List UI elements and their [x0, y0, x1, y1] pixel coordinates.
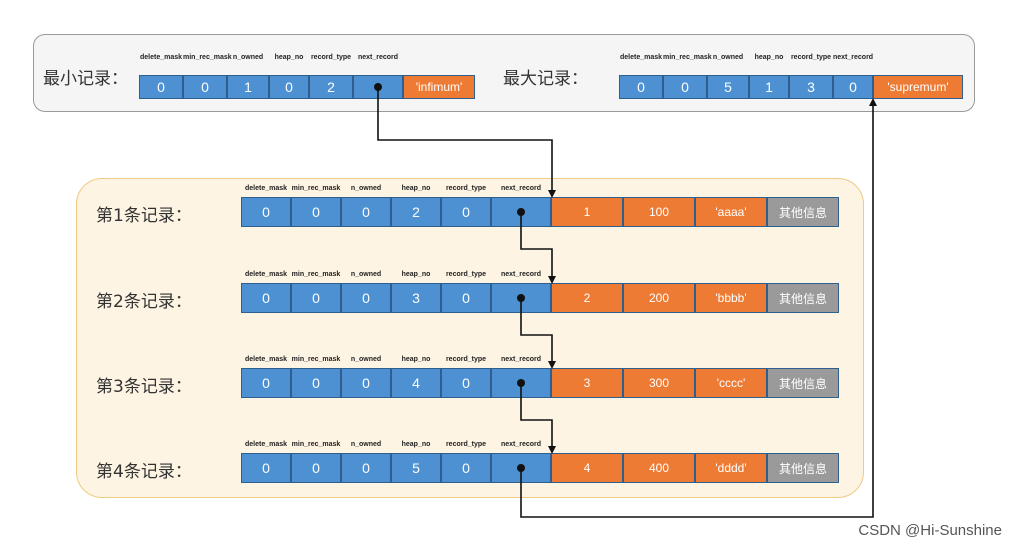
- record-id-cell: 3: [551, 368, 623, 398]
- supremum-n-owned-cell: 5: [707, 75, 749, 99]
- supremum-header-n-owned: n_owned: [712, 54, 744, 61]
- record-label: 第3条记录：: [96, 377, 192, 397]
- record-header-delete-mask: delete_mask: [244, 441, 288, 448]
- supremum-header-delete-mask: delete_mask: [619, 54, 663, 61]
- record-delete-mask-cell: 0: [241, 453, 291, 483]
- record-heap-no-cell: 2: [391, 197, 441, 227]
- record-n-owned-cell: 0: [341, 368, 391, 398]
- record-pointer-dot: [517, 379, 525, 387]
- record-other-info-cell: 其他信息: [767, 453, 839, 483]
- record-string-cell: 'cccc': [695, 368, 767, 398]
- record-header-delete-mask: delete_mask: [244, 271, 288, 278]
- record-record-type-cell: 0: [441, 283, 491, 313]
- record-pointer-dot: [517, 294, 525, 302]
- record-header-heap-no: heap_no: [401, 271, 431, 278]
- supremum-header-min-rec-mask: min_rec_mask: [663, 54, 712, 61]
- record-min-rec-mask-cell: 0: [291, 283, 341, 313]
- record-other-info-cell: 其他信息: [767, 197, 839, 227]
- record-header-min-rec-mask: min_rec_mask: [291, 356, 341, 363]
- record-label: 第2条记录：: [96, 292, 192, 312]
- record-header-delete-mask: delete_mask: [244, 356, 288, 363]
- record-header-n-owned: n_owned: [350, 441, 382, 448]
- supremum-header-heap-no: heap_no: [754, 54, 784, 61]
- record-n-owned-cell: 0: [341, 283, 391, 313]
- record-delete-mask-cell: 0: [241, 368, 291, 398]
- infimum-record-type-cell: 2: [309, 75, 353, 99]
- supremum-next-record-cell: 0: [833, 75, 873, 99]
- record-record-type-cell: 0: [441, 197, 491, 227]
- record-n-owned-cell: 0: [341, 197, 391, 227]
- record-id-cell: 2: [551, 283, 623, 313]
- record-number-cell: 400: [623, 453, 695, 483]
- record-number-cell: 300: [623, 368, 695, 398]
- infimum-delete-mask-cell: 0: [139, 75, 183, 99]
- record-header-record-type: record_type: [445, 356, 487, 363]
- supremum-heap-no-cell: 1: [749, 75, 789, 99]
- infimum-pointer-dot: [374, 83, 382, 91]
- record-string-cell: 'bbbb': [695, 283, 767, 313]
- record-header-record-type: record_type: [445, 185, 487, 192]
- record-header-n-owned: n_owned: [350, 271, 382, 278]
- record-id-cell: 4: [551, 453, 623, 483]
- supremum-header-record-type: record_type: [790, 54, 832, 61]
- record-header-n-owned: n_owned: [350, 185, 382, 192]
- infimum-label: 最小记录：: [43, 69, 128, 89]
- supremum-content-cell: 'supremum': [873, 75, 963, 99]
- record-min-rec-mask-cell: 0: [291, 197, 341, 227]
- record-header-next-record: next_record: [500, 271, 542, 278]
- record-number-cell: 200: [623, 283, 695, 313]
- record-header-next-record: next_record: [500, 441, 542, 448]
- supremum-record-type-cell: 3: [789, 75, 833, 99]
- record-header-delete-mask: delete_mask: [244, 185, 288, 192]
- record-other-info-cell: 其他信息: [767, 368, 839, 398]
- infimum-content-cell: 'infimum': [403, 75, 475, 99]
- record-heap-no-cell: 4: [391, 368, 441, 398]
- infimum-n-owned-cell: 1: [227, 75, 269, 99]
- record-header-min-rec-mask: min_rec_mask: [291, 271, 341, 278]
- supremum-min-rec-mask-cell: 0: [663, 75, 707, 99]
- infimum-header-heap-no: heap_no: [274, 54, 304, 61]
- record-string-cell: 'dddd': [695, 453, 767, 483]
- record-number-cell: 100: [623, 197, 695, 227]
- infimum-header-record-type: record_type: [310, 54, 352, 61]
- record-other-info-cell: 其他信息: [767, 283, 839, 313]
- record-n-owned-cell: 0: [341, 453, 391, 483]
- record-string-cell: 'aaaa': [695, 197, 767, 227]
- record-header-n-owned: n_owned: [350, 356, 382, 363]
- supremum-delete-mask-cell: 0: [619, 75, 663, 99]
- record-header-min-rec-mask: min_rec_mask: [291, 441, 341, 448]
- record-delete-mask-cell: 0: [241, 283, 291, 313]
- infimum-header-n-owned: n_owned: [232, 54, 264, 61]
- watermark: CSDN @Hi-Sunshine: [858, 522, 1002, 539]
- record-header-heap-no: heap_no: [401, 356, 431, 363]
- infimum-heap-no-cell: 0: [269, 75, 309, 99]
- record-header-heap-no: heap_no: [401, 441, 431, 448]
- infimum-header-min-rec-mask: min_rec_mask: [183, 54, 232, 61]
- record-record-type-cell: 0: [441, 368, 491, 398]
- record-delete-mask-cell: 0: [241, 197, 291, 227]
- record-id-cell: 1: [551, 197, 623, 227]
- record-min-rec-mask-cell: 0: [291, 453, 341, 483]
- record-pointer-dot: [517, 208, 525, 216]
- record-record-type-cell: 0: [441, 453, 491, 483]
- record-min-rec-mask-cell: 0: [291, 368, 341, 398]
- infimum-min-rec-mask-cell: 0: [183, 75, 227, 99]
- infimum-header-next-record: next_record: [357, 54, 399, 61]
- record-header-record-type: record_type: [445, 441, 487, 448]
- record-header-next-record: next_record: [500, 185, 542, 192]
- record-label: 第1条记录：: [96, 206, 192, 226]
- record-header-record-type: record_type: [445, 271, 487, 278]
- supremum-header-next-record: next_record: [833, 54, 874, 61]
- supremum-label: 最大记录：: [503, 69, 588, 89]
- infimum-header-delete-mask: delete_mask: [139, 54, 183, 61]
- record-heap-no-cell: 3: [391, 283, 441, 313]
- record-header-heap-no: heap_no: [401, 185, 431, 192]
- record-pointer-dot: [517, 464, 525, 472]
- record-label: 第4条记录：: [96, 462, 192, 482]
- record-header-next-record: next_record: [500, 356, 542, 363]
- record-heap-no-cell: 5: [391, 453, 441, 483]
- record-header-min-rec-mask: min_rec_mask: [291, 185, 341, 192]
